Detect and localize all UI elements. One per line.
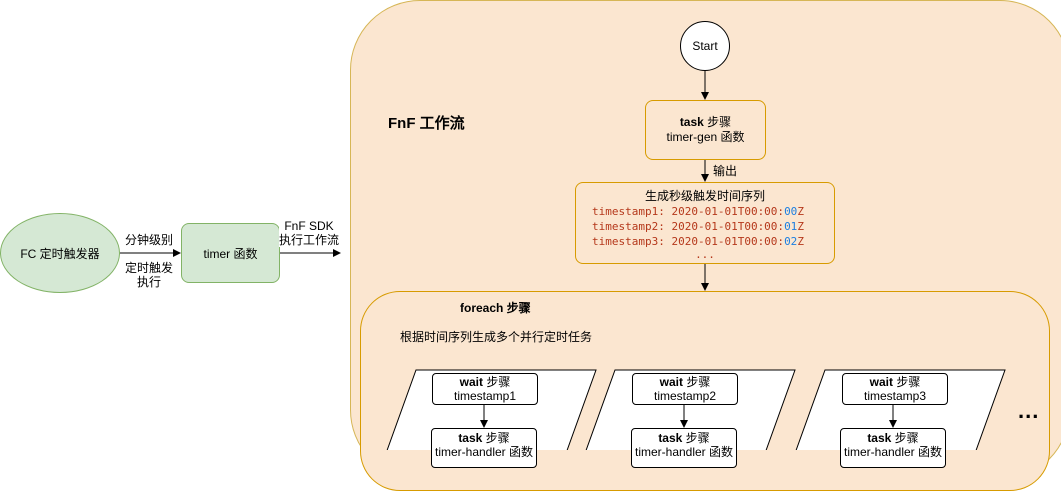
wait-step-1-heading: wait 步骤 — [460, 375, 511, 389]
wait-step-word: 步骤 — [893, 375, 921, 389]
task-handler-3-function: timer-handler 函数 — [843, 445, 943, 459]
fnf-workflow-title: FnF 工作流 — [388, 115, 465, 132]
more-branches-ellipsis: ... — [1018, 398, 1040, 423]
task-handler-1-function: timer-handler 函数 — [434, 445, 534, 459]
wait-step-2-heading: wait 步骤 — [660, 375, 711, 389]
foreach-step-description: 根据时间序列生成多个并行定时任务 — [400, 330, 593, 344]
task-handler-2-heading: task 步骤 — [632, 431, 736, 445]
sequence-line-2-seconds: 01 — [784, 220, 798, 233]
task-step-word: 步骤 — [682, 431, 710, 445]
edge-label-fnf-sdk-line2: 执行工作流 — [279, 233, 340, 247]
timer-function-label: timer 函数 — [203, 246, 258, 261]
task-handler-3-heading: task 步骤 — [841, 431, 945, 445]
wait-step-3: wait 步骤 timestamp3 — [842, 373, 948, 405]
task-step-handler-3: task 步骤 timer-handler 函数 — [840, 428, 946, 468]
task-step-word: 步骤 — [482, 431, 510, 445]
edge-label-minute-level: 分钟级别 — [125, 233, 174, 247]
task-step-timer-gen: task 步骤 timer-gen 函数 — [645, 100, 766, 160]
task-keyword: task — [867, 431, 892, 445]
wait-step-1-timestamp: timestamp1 — [453, 389, 517, 403]
wait-step-2: wait 步骤 timestamp2 — [632, 373, 738, 405]
task-keyword: task — [658, 431, 683, 445]
wait-keyword: wait — [659, 375, 683, 389]
wait-step-word: 步骤 — [483, 375, 511, 389]
start-node: Start — [680, 21, 730, 71]
edge-label-fnf-sdk-line1: FnF SDK — [284, 219, 334, 233]
sequence-line-1-seconds: 00 — [784, 205, 798, 218]
wait-keyword: wait — [459, 375, 483, 389]
task-step-word: 步骤 — [703, 115, 732, 129]
timestamp-sequence-box: 生成秒级触发时间序列 timestamp1: 2020-01-01T00:00:… — [575, 182, 835, 264]
wait-keyword: wait — [869, 375, 893, 389]
task-step-heading: task 步骤 — [680, 115, 731, 130]
task-handler-1-heading: task 步骤 — [432, 431, 536, 445]
wait-step-3-heading: wait 步骤 — [870, 375, 921, 389]
sequence-line-1: timestamp1: 2020-01-01T00:00:00Z — [576, 204, 834, 219]
edge-label-timed-trigger: 定时触发 执行 — [125, 261, 174, 289]
sequence-line-3: timestamp3: 2020-01-01T00:00:02Z — [576, 234, 834, 249]
edge-label-fnf-sdk: FnF SDK 执行工作流 — [279, 219, 340, 247]
sequence-title: 生成秒级触发时间序列 — [644, 189, 765, 203]
sequence-line-3-prefix: timestamp3: 2020-01-01T00:00: — [592, 235, 785, 248]
edge-label-output: 输出 — [713, 164, 738, 178]
sequence-line-3-seconds: 02 — [784, 235, 798, 248]
wait-step-2-timestamp: timestamp2 — [653, 389, 717, 403]
sequence-line-1-suffix: Z — [797, 205, 804, 218]
wait-step-1: wait 步骤 timestamp1 — [432, 373, 538, 405]
task-step-handler-1: task 步骤 timer-handler 函数 — [431, 428, 537, 468]
task-handler-2-function: timer-handler 函数 — [634, 445, 734, 459]
task-keyword: task — [458, 431, 483, 445]
sequence-line-2-prefix: timestamp2: 2020-01-01T00:00: — [592, 220, 785, 233]
wait-step-3-timestamp: timestamp3 — [863, 389, 927, 403]
foreach-step-title: foreach 步骤 — [460, 301, 531, 315]
sequence-line-1-prefix: timestamp1: 2020-01-01T00:00: — [592, 205, 785, 218]
task-step-word: 步骤 — [891, 431, 919, 445]
sequence-ellipsis: ... — [695, 248, 715, 261]
timer-function-node: timer 函数 — [181, 223, 280, 283]
task-function-name: timer-gen 函数 — [666, 130, 745, 144]
edge-label-timed-trigger-line2: 执行 — [137, 275, 162, 289]
sequence-line-2-suffix: Z — [797, 220, 804, 233]
fc-trigger-node: FC 定时触发器 — [0, 213, 120, 293]
task-keyword: task — [679, 115, 704, 129]
fc-trigger-label: FC 定时触发器 — [20, 246, 100, 261]
start-label: Start — [692, 39, 718, 53]
task-step-handler-2: task 步骤 timer-handler 函数 — [631, 428, 737, 468]
sequence-line-3-suffix: Z — [797, 235, 804, 248]
sequence-line-2: timestamp2: 2020-01-01T00:00:01Z — [576, 219, 834, 234]
edge-label-timed-trigger-line1: 定时触发 — [125, 261, 174, 275]
wait-step-word: 步骤 — [683, 375, 711, 389]
